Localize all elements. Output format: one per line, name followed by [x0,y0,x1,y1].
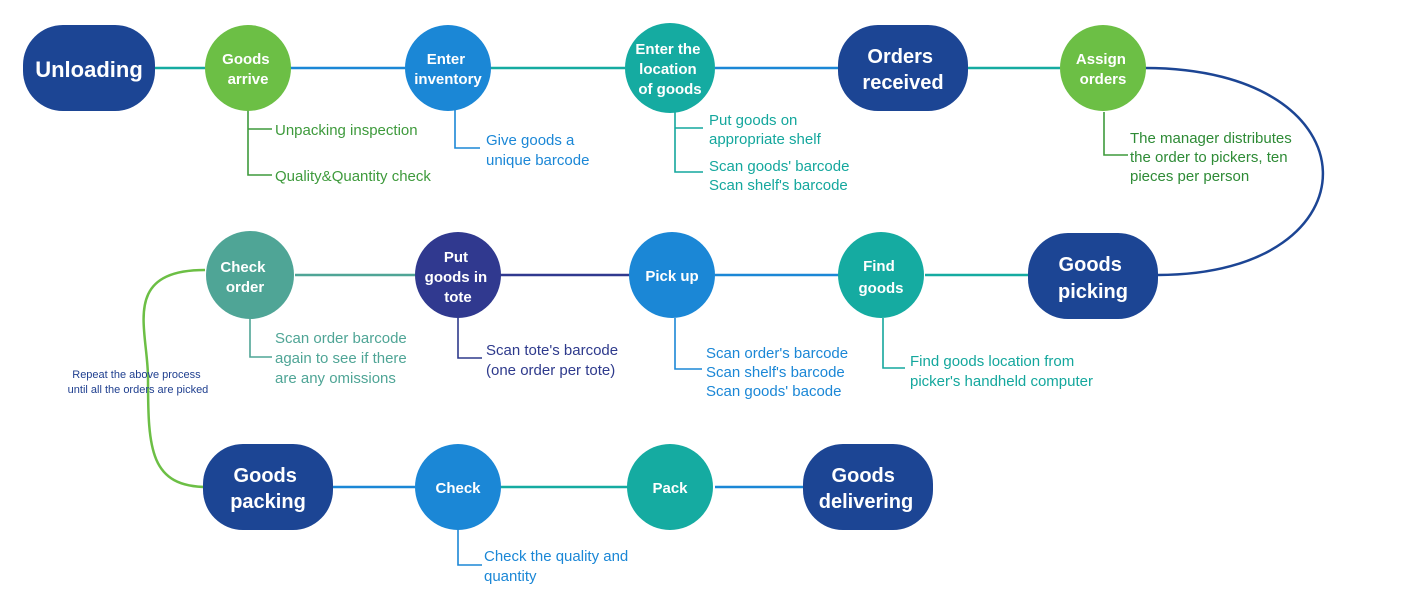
node-pack-label: Pack [652,480,688,497]
node-enter-inventory[interactable]: Enter inventory [405,25,491,111]
node-unloading-label: Unloading [35,57,143,82]
note-scan-order-again: Scan order barcode again to see if there… [275,330,411,387]
note-check-quality: Check the quality and quantity [484,548,632,585]
note-unique-barcode: Give goods a unique barcode [486,132,589,169]
node-check-label: Check [435,480,481,497]
bracket-check-order [249,318,272,358]
note-quality-quantity: Quality&Quantity check [275,168,431,185]
node-goods-picking-label: Goods picking [1058,254,1128,303]
node-enter-inventory-label: Enter inventory [414,51,482,88]
note-scan-tote: Scan tote's barcode (one order per tote) [486,342,622,379]
node-find-goods-label: Find goods [859,258,904,297]
node-goods-arrive-label: Goods arrive [222,51,274,88]
bracket-put-tote [457,318,482,359]
note-brackets [247,108,1128,566]
node-goods-packing-label: Goods packing [230,465,306,513]
note-manager: The manager distributes the order to pic… [1130,130,1296,185]
node-goods-arrive[interactable]: Goods arrive [205,25,291,111]
note-scan-three: Scan order's barcode Scan shelf's barcod… [706,345,852,400]
note-put-shelf: Put goods on appropriate shelf [709,112,822,148]
connector-check-packing-curve [142,268,209,489]
bracket-enter-inventory [454,108,480,149]
node-check-order-label: Check order [220,259,269,296]
bracket-find-goods [882,318,905,369]
node-find-goods[interactable]: Find goods [838,232,924,318]
node-put-goods-in-tote-label: Put goods in tote [425,249,492,306]
connectors [142,66,1325,489]
node-put-goods-in-tote[interactable]: Put goods in tote [415,232,501,318]
node-pick-up-label: Pick up [645,268,698,285]
node-goods-delivering-label: Goods delivering [819,465,913,513]
bracket-assign-orders [1103,112,1128,156]
node-enter-location[interactable]: Enter the location of goods [625,23,715,113]
note-repeat: Repeat the above process until all the o… [68,369,209,396]
node-unloading[interactable]: Unloading [23,25,155,111]
connector-assign-picking-curve [1144,66,1325,277]
node-goods-picking[interactable]: Goods picking [1028,233,1158,319]
bracket-check [457,528,482,566]
node-pick-up[interactable]: Pick up [629,232,715,318]
node-check-order[interactable]: Check order [206,231,294,319]
note-scan-goods-shelf: Scan goods' barcode Scan shelf's barcode [709,158,854,194]
bracket-goods-arrive [247,108,272,176]
node-assign-orders[interactable]: Assign orders [1060,25,1146,111]
node-check[interactable]: Check [415,444,501,530]
bracket-enter-location [674,112,703,173]
node-assign-orders-label: Assign orders [1076,51,1130,88]
node-goods-delivering[interactable]: Goods delivering [803,444,933,530]
node-enter-location-label: Enter the location of goods [635,41,704,98]
note-find-location: Find goods location from picker's handhe… [910,353,1093,390]
note-unpacking: Unpacking inspection [275,122,418,139]
node-orders-received[interactable]: Orders received [838,25,968,111]
node-pack[interactable]: Pack [627,444,713,530]
bracket-pick-up [674,318,702,370]
node-goods-packing[interactable]: Goods packing [203,444,333,530]
node-orders-received-label: Orders received [862,46,943,94]
